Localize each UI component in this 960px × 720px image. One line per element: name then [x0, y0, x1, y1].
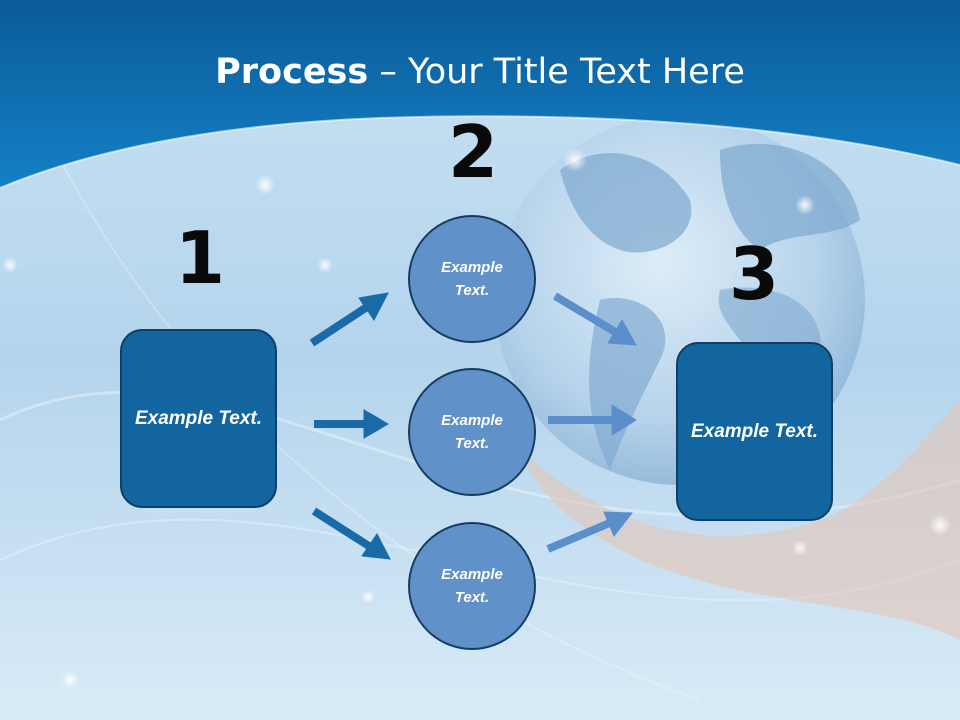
title-rest: – Your Title Text Here: [368, 52, 745, 92]
step-2-number: 2: [447, 110, 499, 194]
step-2-circle-top-text: Example Text.: [441, 259, 503, 299]
step-2-circle-middle: Example Text.: [408, 368, 536, 496]
step-2-circle-bottom-text: Example Text.: [441, 566, 503, 606]
step-2-circle-bottom: Example Text.: [408, 522, 536, 650]
step-3-box: Example Text.: [676, 342, 833, 521]
step-3-number: 3: [728, 232, 780, 316]
step-1-box: Example Text.: [120, 329, 277, 508]
step-1-number: 1: [174, 216, 226, 300]
step-1-text: Example Text.: [134, 408, 263, 429]
step-3-text: Example Text.: [690, 421, 819, 442]
step-2-circle-middle-text: Example Text.: [441, 412, 503, 452]
title-bold-word: Process: [215, 52, 369, 92]
step-2-circle-top: Example Text.: [408, 215, 536, 343]
slide-title: Process – Your Title Text Here: [0, 52, 960, 92]
